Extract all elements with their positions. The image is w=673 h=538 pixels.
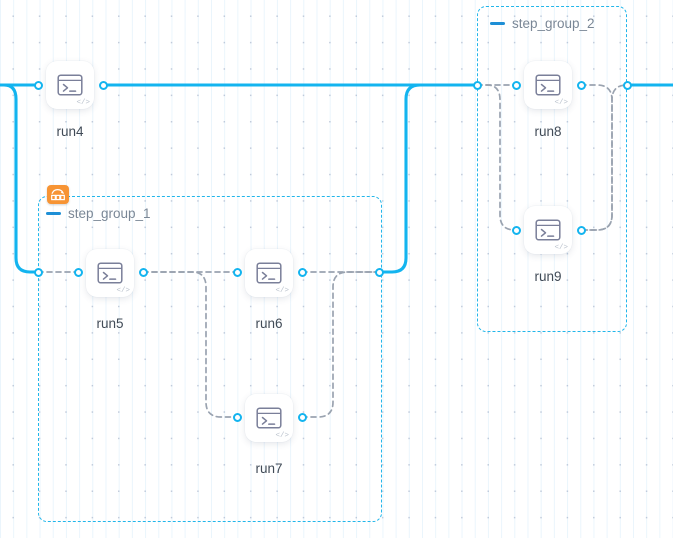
port-run5-in[interactable] — [73, 267, 83, 277]
port-run8-out[interactable] — [576, 80, 586, 90]
group-label-text: step_group_2 — [512, 16, 595, 31]
port-run4-out[interactable] — [98, 80, 108, 90]
node-label-run7: run7 — [255, 461, 283, 476]
aws-batch-glyph — [51, 188, 65, 200]
edge-run8-grp2out — [580, 84, 613, 231]
port-run6-in[interactable] — [232, 267, 242, 277]
group-label-step_group_2[interactable]: step_group_2 — [490, 16, 595, 31]
collapse-minus-icon[interactable] — [46, 212, 61, 215]
group-label-text: step_group_1 — [68, 206, 151, 221]
node-label-run8: run8 — [534, 124, 562, 139]
terminal-icon — [256, 407, 282, 429]
edge-run7-grp1out — [301, 271, 380, 418]
port-run4-in[interactable] — [33, 80, 43, 90]
group-box-step_group_2[interactable] — [477, 6, 627, 332]
terminal-icon — [535, 74, 561, 96]
edge-run5-run7 — [142, 271, 238, 418]
port-run9-out[interactable] — [576, 225, 586, 235]
node-label-run5: run5 — [96, 316, 124, 331]
group-box-step_group_1[interactable] — [38, 196, 382, 522]
terminal-icon — [256, 262, 282, 284]
edge-grp2in-run9 — [476, 84, 517, 231]
port-run8-in[interactable] — [511, 80, 521, 90]
code-glyph-icon: </> — [76, 98, 90, 107]
code-glyph-icon: </> — [275, 286, 289, 295]
edge-left-to-grp1 — [0, 83, 40, 274]
node-run9[interactable]: </> — [524, 206, 572, 254]
terminal-icon — [97, 262, 123, 284]
edge-grp1-to-mainline — [377, 83, 422, 274]
port-step_group_2-in[interactable] — [472, 80, 482, 90]
aws-batch-icon — [47, 185, 69, 204]
port-run6-out[interactable] — [297, 267, 307, 277]
terminal-icon — [535, 219, 561, 241]
code-glyph-icon: </> — [116, 286, 130, 295]
terminal-icon — [57, 74, 83, 96]
node-run8[interactable]: </> — [524, 61, 572, 109]
code-glyph-icon: </> — [554, 243, 568, 252]
port-run5-out[interactable] — [138, 267, 148, 277]
node-run5[interactable]: </> — [86, 249, 134, 297]
group-label-step_group_1[interactable]: step_group_1 — [46, 206, 151, 221]
node-run7[interactable]: </> — [245, 394, 293, 442]
node-label-run4: run4 — [56, 124, 84, 139]
code-glyph-icon: </> — [275, 431, 289, 440]
port-run9-in[interactable] — [511, 225, 521, 235]
port-step_group_1-out[interactable] — [374, 267, 384, 277]
collapse-minus-icon[interactable] — [490, 22, 505, 25]
node-run6[interactable]: </> — [245, 249, 293, 297]
node-run4[interactable]: </> — [46, 61, 94, 109]
port-step_group_2-out[interactable] — [622, 80, 632, 90]
port-step_group_1-in[interactable] — [33, 267, 43, 277]
edge-run9-grp2out — [580, 84, 628, 231]
node-label-run6: run6 — [255, 316, 283, 331]
code-glyph-icon: </> — [554, 98, 568, 107]
port-run7-in[interactable] — [232, 412, 242, 422]
node-label-run9: run9 — [534, 269, 562, 284]
port-run7-out[interactable] — [297, 412, 307, 422]
